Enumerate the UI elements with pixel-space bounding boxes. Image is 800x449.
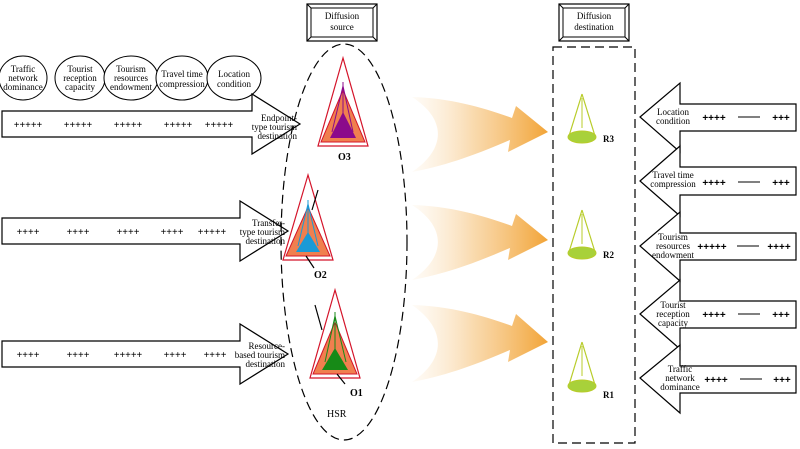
- transfer-label-line1: Transfer-: [252, 218, 285, 228]
- resource-plus-4: ++++: [164, 350, 187, 361]
- right-arrow-1-plus-right: +++: [772, 113, 790, 124]
- endpoint-plus-4: +++++: [164, 120, 193, 131]
- left-arrow-resource: ++++ ++++ +++++ ++++ ++++ Resource- base…: [1, 322, 290, 386]
- right-arrow-3-label-line1: Tourism: [658, 232, 688, 242]
- diffusion-flow-top: [412, 97, 548, 172]
- diffusion-destination-title-line2: destination: [574, 22, 614, 32]
- factor-2-line1: Tourist: [67, 64, 93, 74]
- source-triangle-o1: O1: [309, 287, 363, 399]
- source-label-o3: O3: [338, 152, 351, 163]
- right-arrow-2-label-line1: Travel time: [652, 170, 693, 180]
- right-arrow-4-label-line2: reception: [656, 309, 690, 319]
- transfer-plus-4: ++++: [161, 227, 184, 238]
- diffusion-source-box: Diffusion source: [306, 3, 378, 42]
- right-arrow-5-plus-left: ++++: [704, 375, 728, 386]
- source-triangle-o2: O2: [282, 172, 334, 281]
- right-arrow-5-label-line3: dominance: [660, 382, 700, 392]
- resource-plus-5: ++++: [204, 350, 227, 361]
- factor-1-line2: network: [8, 73, 38, 83]
- diffusion-destination-box: Diffusion destination: [558, 3, 630, 42]
- right-arrow-location: Location condition ++++ +++: [639, 81, 797, 154]
- resource-label-line2: based tourism: [235, 350, 285, 360]
- factor-4-line1: Travel time: [161, 69, 202, 79]
- right-arrow-4-label-line1: Tourist: [660, 300, 686, 310]
- right-arrow-resources: Tourism resources endowment +++++ ++++: [639, 210, 797, 283]
- right-arrow-5-plus-right: +++: [773, 375, 791, 386]
- hsr-ellipse: [280, 43, 408, 441]
- right-arrow-reception: Tourist reception capacity ++++ +++: [639, 278, 797, 351]
- factor-1-line3: dominance: [3, 82, 43, 92]
- destination-box: [552, 46, 636, 444]
- right-arrow-2-label-line2: compression: [650, 179, 696, 189]
- destination-cone-r1: R1: [567, 341, 614, 400]
- right-arrow-1-plus-left: ++++: [702, 113, 726, 124]
- factor-3-line1: Tourism: [116, 64, 146, 74]
- right-arrow-5-label-line2: network: [665, 373, 695, 383]
- right-arrow-3-plus-left: +++++: [697, 242, 726, 253]
- resource-plus-2: ++++: [67, 350, 90, 361]
- diffusion-source-title-line1: Diffusion: [325, 11, 360, 21]
- transfer-plus-1: ++++: [17, 227, 40, 238]
- source-triangle-o3: O3: [317, 55, 369, 163]
- source-label-o2: O2: [314, 270, 327, 281]
- factor-1-line1: Traffic: [11, 64, 36, 74]
- destination-label-r2: R2: [603, 250, 614, 260]
- destination-label-r1: R1: [603, 390, 614, 400]
- transfer-plus-3: ++++: [117, 227, 140, 238]
- source-label-o1: O1: [350, 388, 363, 399]
- factor-3-line3: endowment: [110, 82, 152, 92]
- endpoint-plus-1: +++++: [14, 120, 43, 131]
- right-arrow-traffic: Traffic network dominance ++++ +++: [639, 343, 797, 415]
- endpoint-plus-3: +++++: [114, 120, 143, 131]
- left-arrow-transfer: ++++ ++++ ++++ ++++ +++++ Transfer- type…: [1, 199, 290, 263]
- right-arrow-1-label-line2: condition: [656, 116, 690, 126]
- diffusion-flow-bottom: [412, 305, 548, 382]
- diffusion-flows: [412, 97, 548, 382]
- right-arrow-3-plus-right: ++++: [767, 242, 791, 253]
- factor-ellipses: Traffic network dominance Tourist recept…: [0, 55, 262, 101]
- right-arrow-4-plus-left: ++++: [702, 310, 726, 321]
- endpoint-plus-5: +++++: [205, 120, 234, 131]
- right-arrow-3-label-line3: endowment: [652, 250, 694, 260]
- transfer-plus-5: +++++: [198, 227, 227, 238]
- diffusion-source-title-line2: source: [330, 22, 354, 32]
- transfer-label-line2: type tourism: [240, 227, 285, 237]
- factor-3-line2: resources: [114, 73, 148, 83]
- factor-5-line2: condition: [217, 79, 251, 89]
- endpoint-label-line2: type tourism: [252, 122, 297, 132]
- left-arrow-endpoint: +++++ +++++ +++++ +++++ +++++ Endpoint- …: [1, 92, 302, 156]
- endpoint-label-line3: destination: [258, 131, 298, 141]
- factor-2-line2: reception: [63, 73, 97, 83]
- resource-plus-1: ++++: [17, 350, 40, 361]
- right-arrow-5-label-line1: Traffic: [668, 364, 693, 374]
- right-arrow-4-plus-right: +++: [772, 310, 790, 321]
- right-arrow-2-plus-right: +++: [772, 178, 790, 189]
- right-arrow-3-label-line2: resources: [656, 241, 690, 251]
- right-arrow-1-label-line1: Location: [657, 107, 689, 117]
- resource-plus-3: +++++: [114, 350, 143, 361]
- right-arrow-2-plus-left: ++++: [702, 178, 726, 189]
- resource-label-line1: Resource-: [249, 341, 285, 351]
- hsr-label: HSR: [327, 409, 347, 420]
- diffusion-flow-middle: [412, 205, 548, 280]
- resource-label-line3: destination: [246, 359, 286, 369]
- right-arrow-4-label-line3: capacity: [658, 318, 688, 328]
- destination-cone-r3: R3: [567, 93, 614, 144]
- diffusion-destination-title-line1: Diffusion: [577, 11, 612, 21]
- right-arrow-travel-time: Travel time compression ++++ +++: [639, 144, 797, 218]
- factor-4-line2: compression: [159, 79, 205, 89]
- transfer-label-line3: destination: [246, 236, 286, 246]
- factor-2-line3: capacity: [65, 82, 95, 92]
- transfer-plus-2: ++++: [67, 227, 90, 238]
- destination-label-r3: R3: [603, 134, 614, 144]
- destination-cone-r2: R2: [567, 209, 614, 260]
- endpoint-plus-2: +++++: [64, 120, 93, 131]
- factor-5-line1: Location: [218, 69, 250, 79]
- endpoint-label-line1: Endpoint-: [261, 113, 297, 123]
